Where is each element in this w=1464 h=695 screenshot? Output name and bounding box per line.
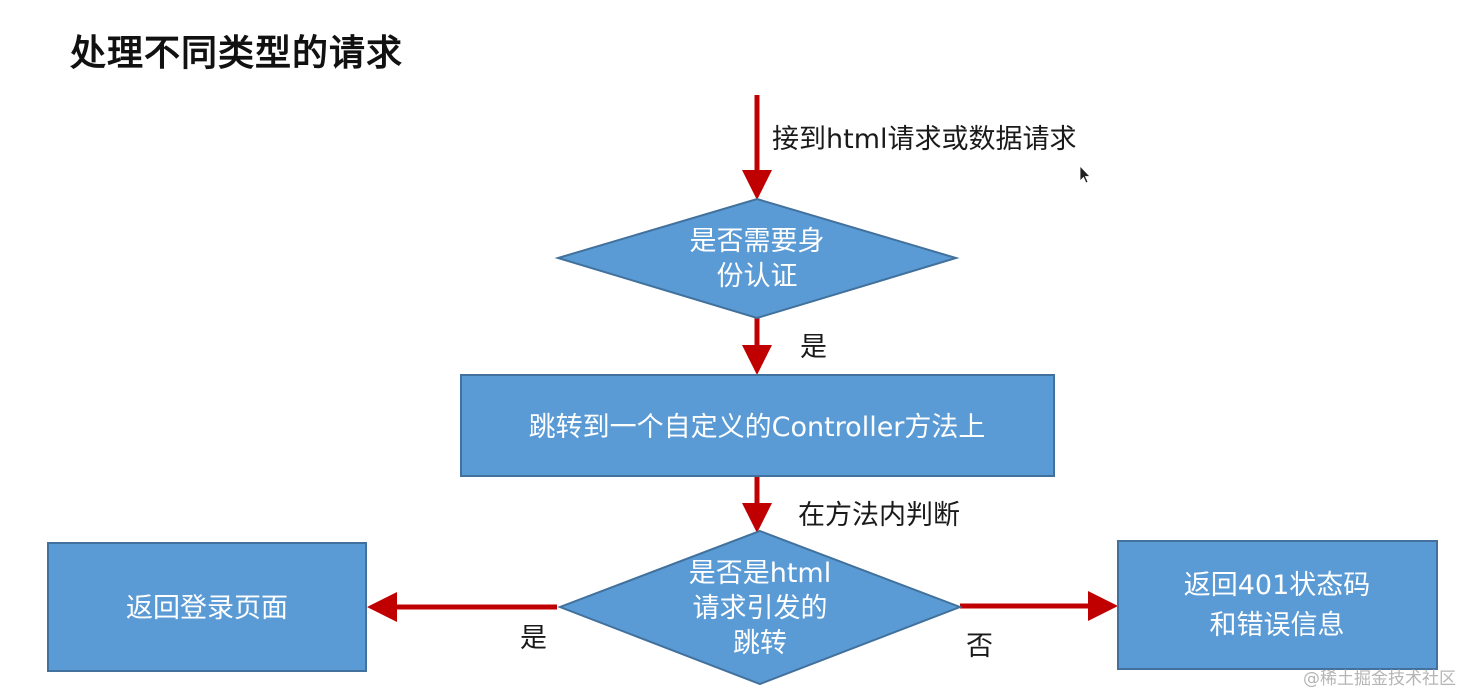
decision-auth-line-2: 份认证 <box>717 261 798 292</box>
decision-html-line-3: 跳转 <box>733 628 787 659</box>
decision-html-line-2: 请求引发的 <box>693 593 828 624</box>
return-401-line-1: 返回401状态码 <box>1184 570 1371 601</box>
decision-html-shape <box>557 529 963 686</box>
edge-auth-yes-label: 是 <box>800 332 827 363</box>
decision-auth-shape <box>554 197 960 320</box>
return-401-line-2: 和错误信息 <box>1210 610 1345 641</box>
process-controller-shape <box>460 374 1055 477</box>
return-login-label: 返回登录页面 <box>126 593 288 624</box>
edge-controller-judge-label: 在方法内判断 <box>798 500 960 531</box>
return-401-shape <box>1117 540 1438 670</box>
edge-entry-label: 接到html请求或数据请求 <box>772 124 1077 155</box>
watermark: @稀土掘金技术社区 <box>1303 669 1456 689</box>
decision-html-line-1: 是否是html <box>689 558 832 589</box>
decision-auth-line-1: 是否需要身 <box>690 226 825 257</box>
process-controller-label: 跳转到一个自定义的Controller方法上 <box>529 412 986 443</box>
page-title: 处理不同类型的请求 <box>70 33 404 74</box>
mouse-pointer-icon <box>1079 165 1091 184</box>
edge-html-yes-label: 是 <box>520 623 547 654</box>
edge-html-no-label: 否 <box>966 631 993 662</box>
return-login-shape <box>47 542 367 672</box>
